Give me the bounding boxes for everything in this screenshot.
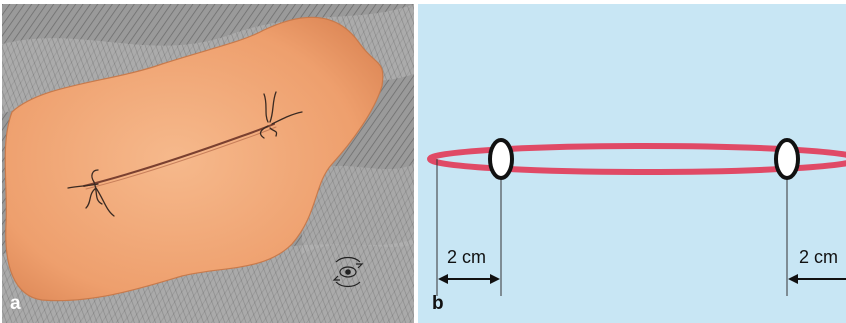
panel-a-illustration: a <box>2 4 414 323</box>
panel-b-diagram: 2 cm 2 cm b <box>418 4 846 323</box>
panel-label-a: a <box>10 294 21 313</box>
dimension-label-right: 2 cm <box>799 248 838 266</box>
ring-schematic <box>418 4 846 323</box>
surgical-field-illustration <box>2 4 414 323</box>
marker-left <box>490 140 512 178</box>
panel-label-b: b <box>432 294 444 313</box>
dimension-label-left: 2 cm <box>447 248 486 266</box>
marker-right <box>776 140 798 178</box>
